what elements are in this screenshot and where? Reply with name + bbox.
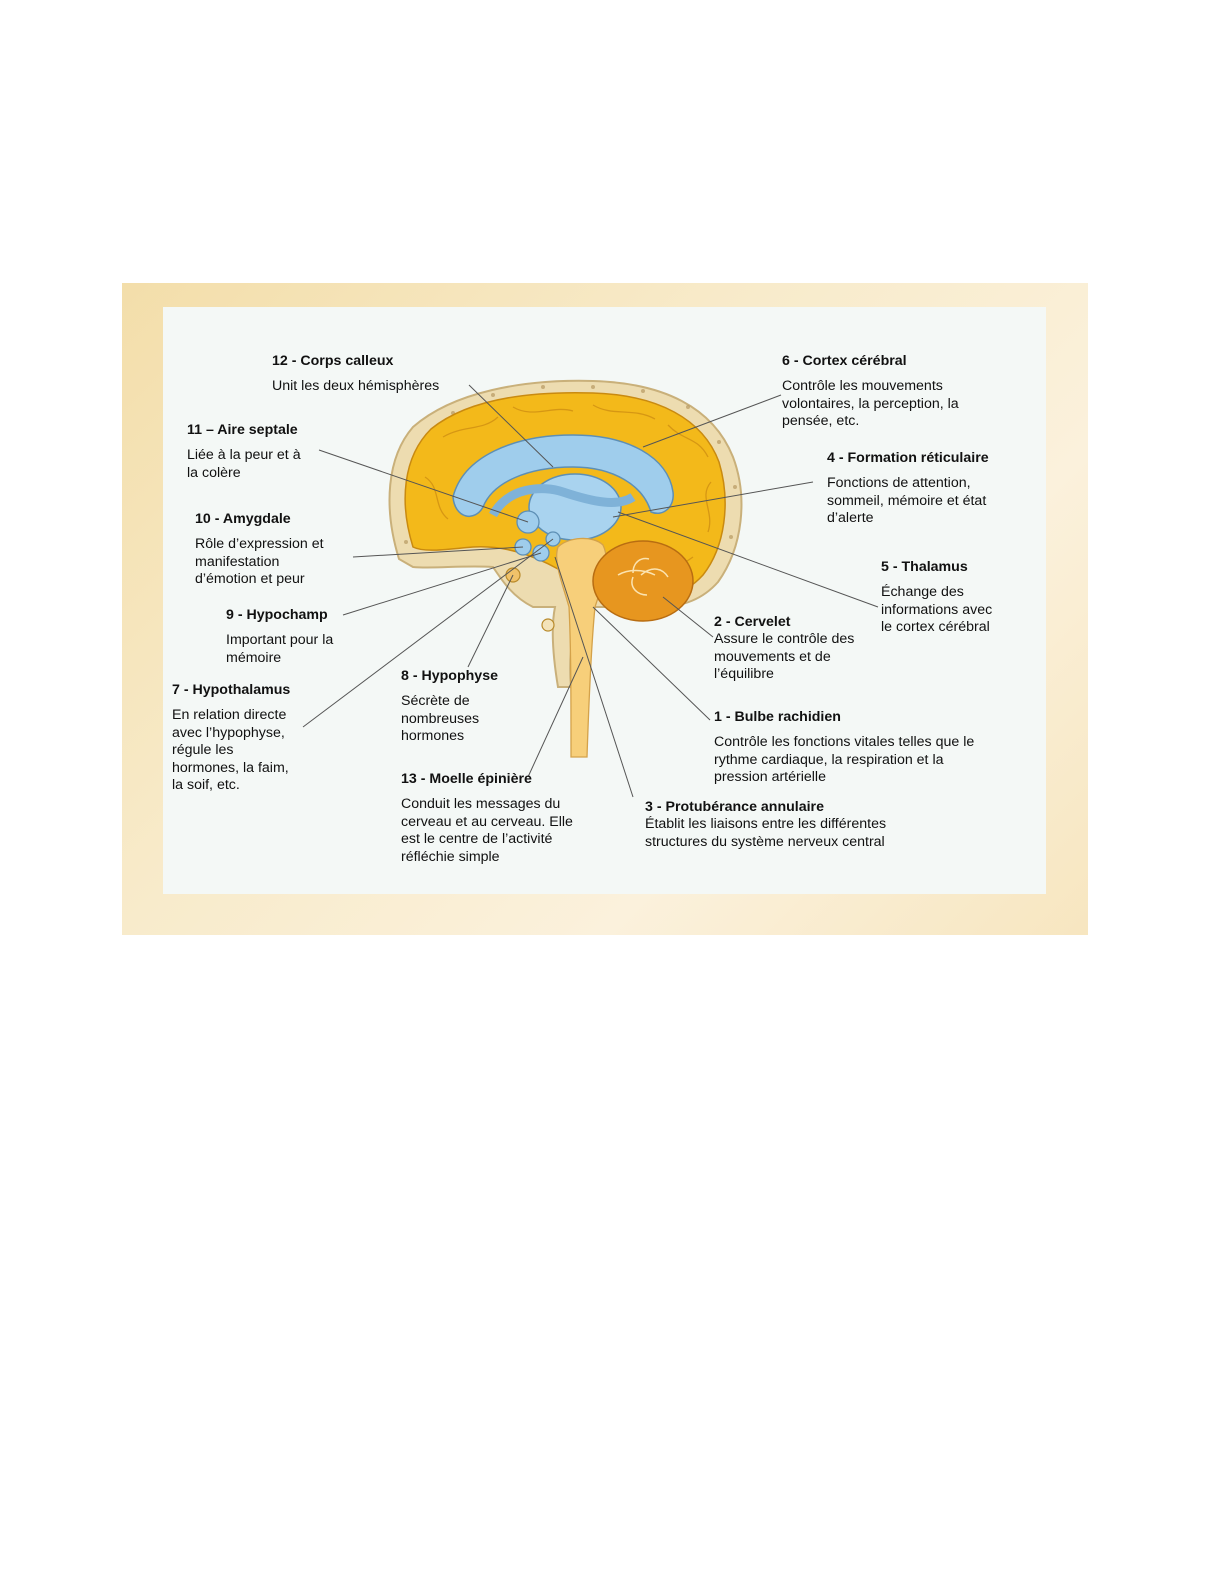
label-desc: Conduit les messages du cerveau et au ce…: [401, 796, 573, 865]
label-title: 13 - Moelle épinière: [401, 771, 532, 787]
label-desc: Fonctions de attention, sommeil, mémoire…: [827, 475, 987, 527]
label-desc: Sécrète de nombreuses hormones: [401, 693, 480, 745]
label-amygdale: 10 - Amygdale Rôle d’expression et manif…: [195, 511, 324, 589]
label-cortex: 6 - Cortex cérébral Contrôle les mouveme…: [782, 353, 959, 431]
label-title: 5 - Thalamus: [881, 559, 968, 575]
brainstem-spinal-cord: [556, 537, 607, 758]
label-title: 9 - Hypochamp: [226, 607, 328, 623]
thalamus-shape: [528, 473, 622, 541]
label-title: 11 – Aire septale: [187, 422, 298, 438]
pituitary-small: [541, 618, 555, 632]
label-title: 6 - Cortex cérébral: [782, 353, 907, 369]
label-hypothalamus: 7 - Hypothalamus En relation directe ave…: [172, 682, 290, 794]
fornix-arc: [489, 484, 636, 518]
label-desc: Contrôle les mouvements volontaires, la …: [782, 378, 959, 430]
label-desc: Assure le contrôle des mouvements et de …: [714, 631, 855, 683]
label-title: 10 - Amygdale: [195, 511, 291, 527]
label-thalamus: 5 - Thalamus Échange des informations av…: [881, 559, 992, 637]
label-corps-calleux: 12 - Corps calleux Unit les deux hémisph…: [272, 353, 439, 396]
corpus-callosum: [452, 434, 674, 517]
label-title: 2 - Cervelet: [714, 614, 791, 630]
label-moelle: 13 - Moelle épinière Conduit les message…: [401, 771, 573, 866]
label-desc: Liée à la peur et à la colère: [187, 447, 301, 481]
label-bulbe: 1 - Bulbe rachidien Contrôle les fonctio…: [714, 709, 974, 787]
label-aire-septale: 11 – Aire septale Liée à la peur et à la…: [187, 422, 301, 482]
label-title: 12 - Corps calleux: [272, 353, 394, 369]
label-title: 4 - Formation réticulaire: [827, 450, 989, 466]
label-desc: Établit les liaisons entre les différent…: [645, 816, 887, 850]
label-desc: Échange des informations avec le cortex …: [881, 584, 993, 636]
label-cervelet: 2 - Cervelet Assure le contrôle des mouv…: [714, 614, 854, 684]
label-desc: Unit les deux hémisphères: [272, 378, 440, 395]
label-title: 8 - Hypophyse: [401, 668, 498, 684]
label-protuberance: 3 - Protubérance annulaire Établit les l…: [645, 799, 886, 851]
label-desc: En relation directe avec l’hypophyse, ré…: [172, 707, 289, 794]
leader-lines: [302, 384, 879, 798]
label-title: 1 - Bulbe rachidien: [714, 709, 841, 725]
label-hypochamp: 9 - Hypochamp Important pour la mémoire: [226, 607, 333, 667]
brain-diagram: [302, 379, 879, 798]
label-desc: Rôle d’expression et manifestation d’émo…: [195, 536, 324, 588]
label-title: 3 - Protubérance annulaire: [645, 799, 824, 815]
label-desc: Contrôle les fonctions vitales telles qu…: [714, 734, 975, 786]
label-hypophyse: 8 - Hypophyse Sécrète de nombreuses horm…: [401, 668, 498, 746]
label-formation-reticulaire: 4 - Formation réticulaire Fonctions de a…: [827, 450, 989, 528]
label-title: 7 - Hypothalamus: [172, 682, 291, 698]
arbor-vitae: [617, 557, 669, 596]
label-desc: Important pour la mémoire: [226, 632, 334, 666]
